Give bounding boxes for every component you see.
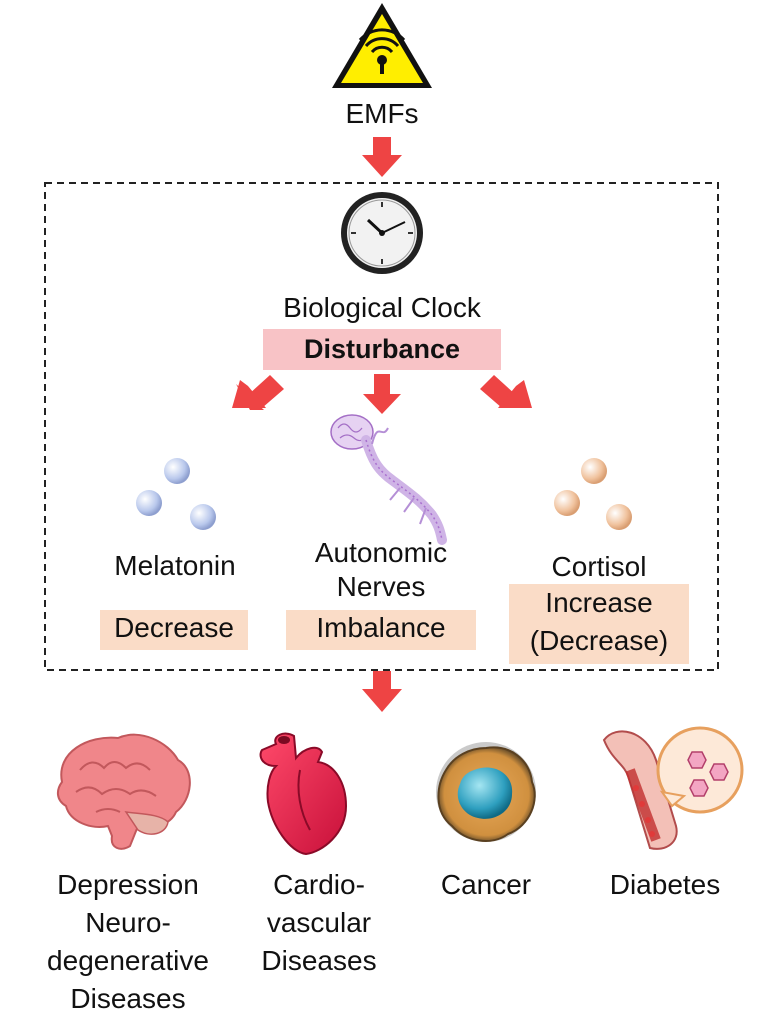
melatonin-molecule-icon [136,458,216,530]
melatonin-effect-box: Decrease [100,610,248,650]
radiation-warning-icon [332,3,432,88]
brain-icon [56,733,191,850]
outcome-cancer-line1: Cancer [440,869,532,900]
arrow-to-melatonin [232,375,284,410]
cortisol-effect-line1: Increase [545,587,653,618]
outcome-diabetes-line1: Diabetes [609,869,721,900]
cortisol-label: Cortisol [551,551,647,582]
outcome-depression-line4: Diseases [70,983,186,1014]
dashed-frame [44,182,719,671]
disturbance-box: Disturbance [263,329,501,370]
cortisol-effect-line2: (Decrease) [529,625,669,656]
nerves-effect: Imbalance [316,612,446,643]
nerves-label-line2: Nerves [336,571,426,602]
outcome-depression: Depression Neuro- degenerative Diseases [28,866,228,1018]
clock-label: Biological Clock [283,292,481,323]
outcome-cancer: Cancer [420,866,552,904]
outcome-depression-line1: Depression [57,869,199,900]
outcome-cardio-line2: vascular [266,907,372,938]
nerve-brain-icon [330,414,447,545]
cortisol-molecule-icon [554,458,632,530]
nerves-effect-box: Imbalance [286,610,476,650]
blood-vessel-icon [602,726,744,850]
arrow-to-outcomes [362,671,402,712]
outcome-cardio-line3: Diseases [261,945,377,976]
outcome-depression-line3: degenerative [47,945,209,976]
disturbance-label: Disturbance [303,334,461,364]
nerves-label-line1: Autonomic [314,537,448,568]
outcome-cardio-line1: Cardio- [273,869,365,900]
emf-label: EMFs [345,98,419,129]
arrow-to-cortisol [480,375,532,408]
cancer-cell-icon [436,742,536,842]
outcome-diabetes: Diabetes [590,866,740,904]
outcome-cardiovascular: Cardio- vascular Diseases [244,866,394,980]
melatonin-effect: Decrease [114,612,234,643]
melatonin-label: Melatonin [114,550,236,581]
outcome-depression-line2: Neuro- [85,907,171,938]
clock-icon [341,192,423,274]
arrow-emf-to-clock [362,137,402,177]
arrow-to-nerves [363,374,401,414]
heart-icon [259,732,348,856]
nerves-label: Autonomic Nerves [286,536,476,604]
cortisol-effect-box: Increase (Decrease) [509,584,689,664]
